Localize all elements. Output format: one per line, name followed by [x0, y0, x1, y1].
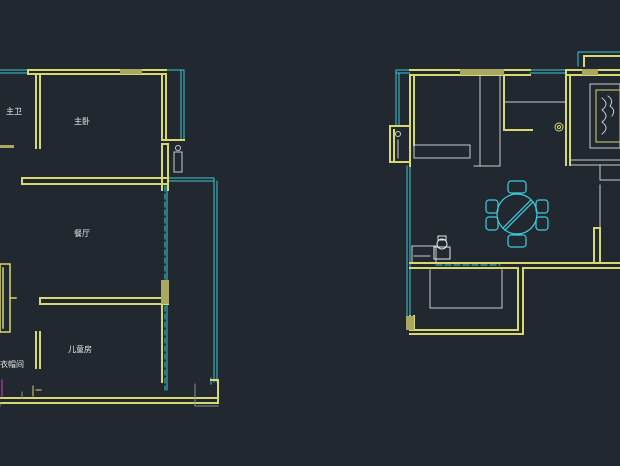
room-label-kids-room: 儿童房 — [68, 344, 92, 354]
left-door-node — [173, 145, 183, 173]
cloakroom-door-marks — [1, 379, 42, 398]
dining-chair — [485, 180, 549, 248]
room-label-master-bath: 主卫 — [6, 106, 22, 116]
left-floor-plan: 主卫 主卧 餐厅 儿童房 衣帽间 — [0, 69, 219, 407]
dining-table-furniture — [485, 180, 549, 248]
right-door-node — [395, 131, 401, 159]
right-window-lines — [395, 51, 620, 317]
room-label-cloakroom: 衣帽间 — [0, 359, 24, 369]
bed-furniture — [589, 83, 620, 149]
right-floor-plan — [389, 51, 620, 335]
right-wall-blocks — [406, 69, 598, 330]
left-wall-blocks — [0, 69, 169, 304]
right-thin-lines — [411, 74, 620, 309]
right-walls — [389, 55, 620, 335]
room-label-dining-room: 餐厅 — [74, 229, 90, 238]
plant-icon — [554, 122, 564, 132]
appliance-icon — [413, 235, 451, 260]
room-label-master-bedroom: 主卧 — [74, 116, 90, 126]
left-walls — [0, 69, 219, 404]
left-window-lines — [0, 69, 218, 391]
left-thin-lines — [0, 383, 219, 407]
left-edge-cabinet — [0, 263, 17, 333]
